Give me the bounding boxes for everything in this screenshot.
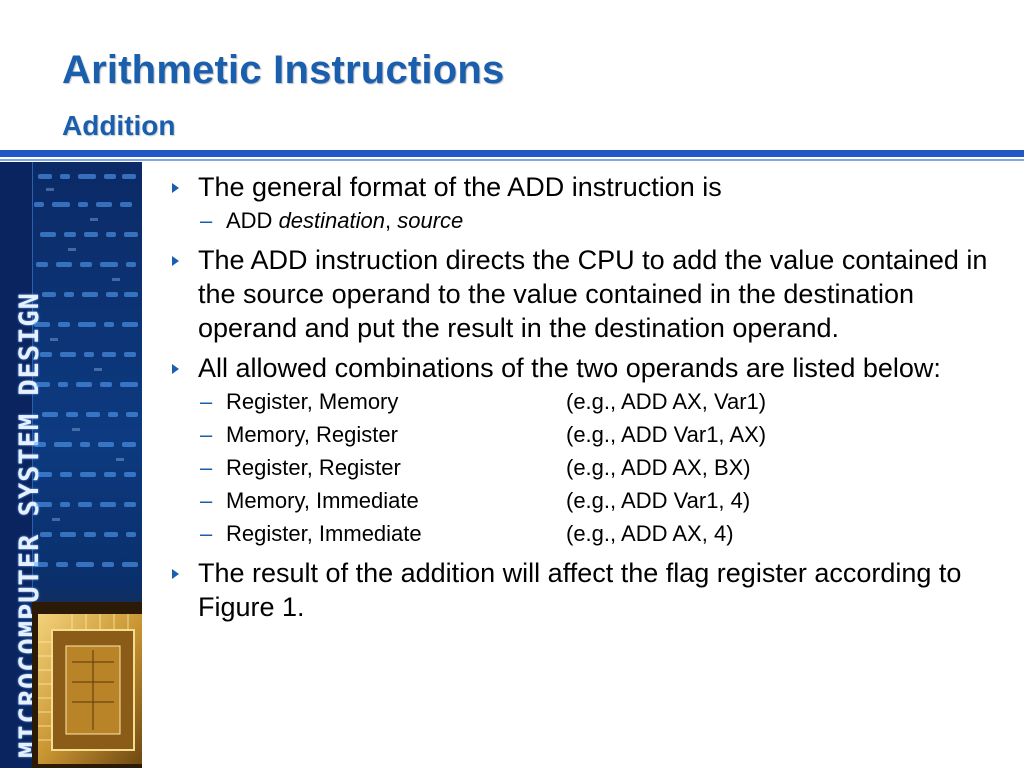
list-item: – Register, Immediate (e.g., ADD AX, 4) [168,517,988,550]
dash-icon: – [200,521,213,546]
bullet-text: The ADD instruction directs the CPU to a… [198,245,988,343]
syntax-destination: destination [278,208,385,233]
list-item: – Register, Register (e.g., ADD AX, BX) [168,451,988,484]
syntax-keyword: ADD [226,208,279,233]
syntax-source: source [397,208,464,233]
bullet-arrow-icon [172,569,179,579]
header-rule-thin [0,159,1024,161]
sub-item-add-syntax: – ADD destination, source [168,204,988,237]
list-item: – Register, Memory (e.g., ADD AX, Var1) [168,385,988,418]
side-decoration-panel: MICROCOMPUTER SYSTEM DESIGN [0,162,142,768]
slide-title: Arithmetic Instructions [62,48,505,92]
syntax-separator: , [384,208,398,233]
list-item: – Memory, Immediate (e.g., ADD Var1, 4) [168,484,988,517]
dash-icon: – [200,208,213,233]
operand-example: (e.g., ADD Var1, 4) [566,488,751,513]
operand-example: (e.g., ADD AX, Var1) [566,389,767,414]
bullet-text: The general format of the ADD instructio… [198,172,722,202]
operand-example: (e.g., ADD Var1, AX) [566,422,767,447]
bullet-add-format: The general format of the ADD instructio… [168,170,988,204]
bullet-add-description: The ADD instruction directs the CPU to a… [168,243,988,345]
operand-example: (e.g., ADD AX, 4) [566,521,734,546]
list-item: – Memory, Register (e.g., ADD Var1, AX) [168,418,988,451]
slide-body: The general format of the ADD instructio… [168,170,988,624]
header-rule [0,150,1024,157]
dash-icon: – [200,488,213,513]
bullet-arrow-icon [172,183,179,193]
dash-icon: – [200,389,213,414]
side-banner-strip: MICROCOMPUTER SYSTEM DESIGN [0,162,45,768]
bullet-flag-effect: The result of the addition will affect t… [168,556,988,624]
bullet-text: All allowed combinations of the two oper… [198,353,941,383]
operand-example: (e.g., ADD AX, BX) [566,455,751,480]
dash-icon: – [200,455,213,480]
bullet-arrow-icon [172,364,179,374]
bullet-arrow-icon [172,256,179,266]
chip-graphic [32,602,142,768]
dash-icon: – [200,422,213,447]
operand-pair: Register, Memory [226,389,399,414]
operand-pair: Memory, Register [226,422,398,447]
bullet-operand-combinations: All allowed combinations of the two oper… [168,351,988,385]
slide-subtitle: Addition [62,110,176,141]
operand-pair: Register, Register [226,455,401,480]
circuit-chip-illustration [32,174,142,768]
operand-pair: Register, Immediate [226,521,422,546]
bullet-text: The result of the addition will affect t… [198,558,962,622]
operand-pair: Memory, Immediate [226,488,419,513]
